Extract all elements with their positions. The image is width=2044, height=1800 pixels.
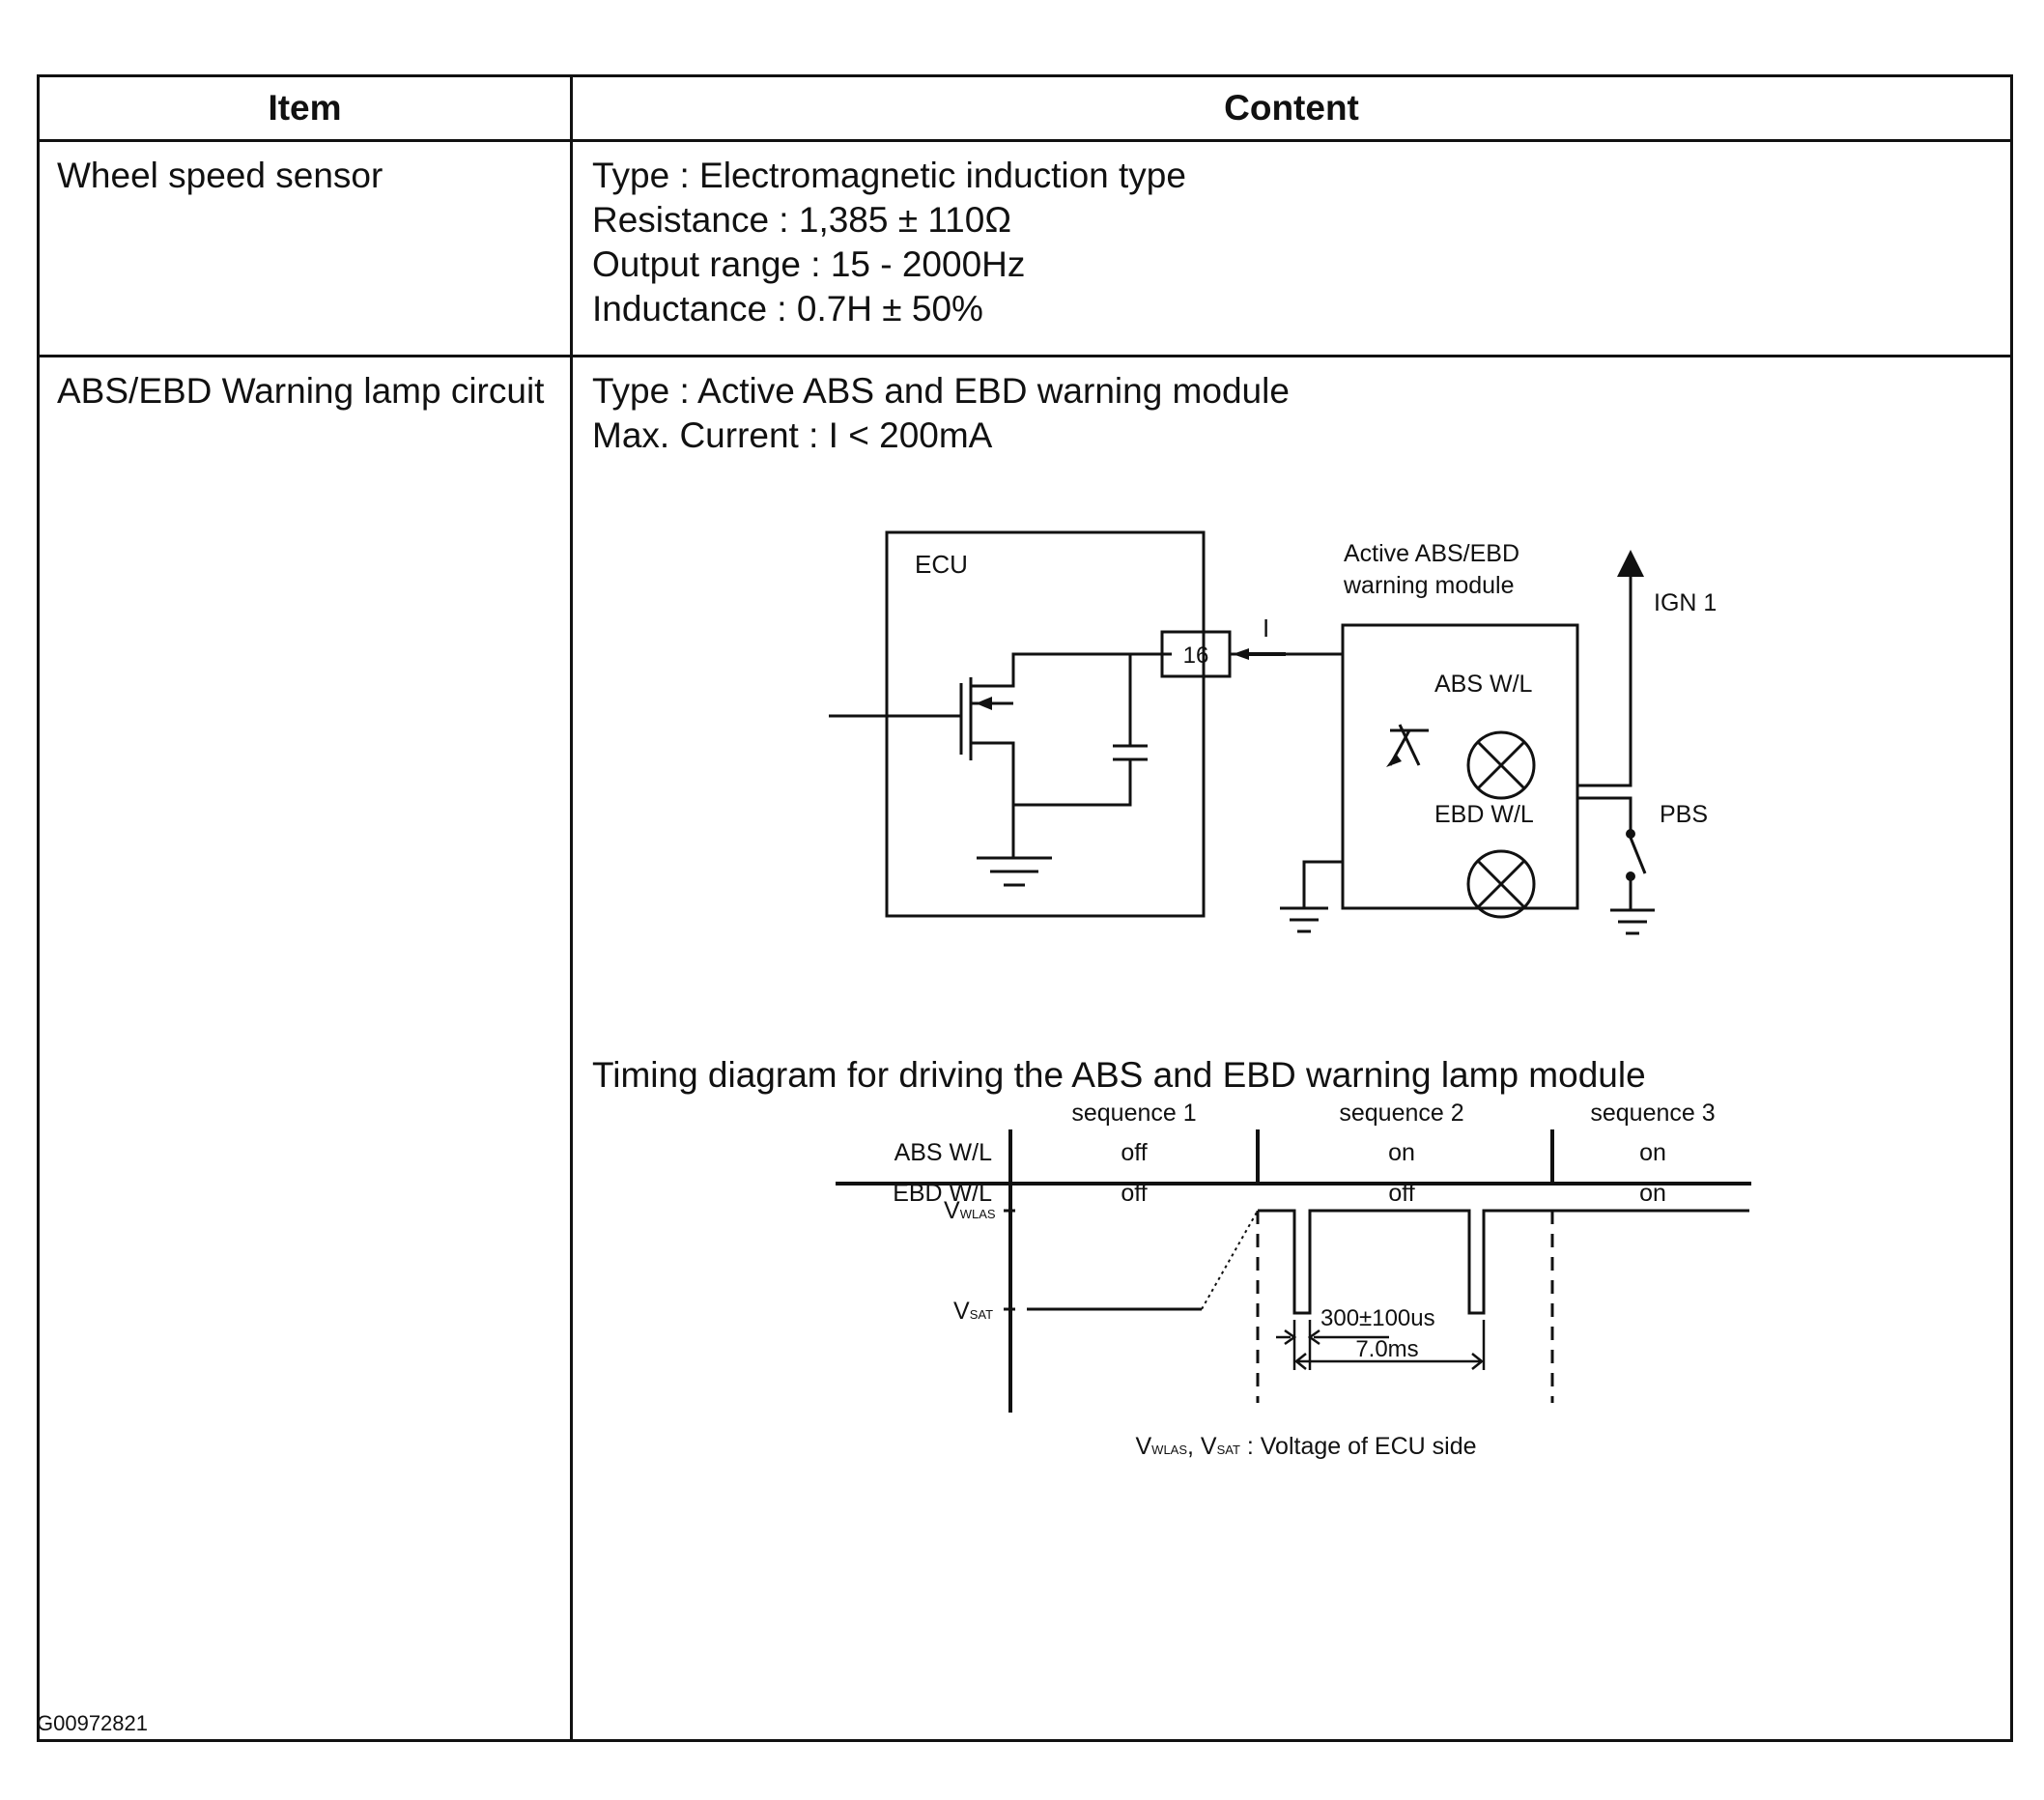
spec-type: Type : Electromagnetic induction type bbox=[592, 156, 1186, 195]
circuit-diagram: ECU 16 I Active ABS/EBD warning module A… bbox=[829, 530, 1717, 935]
seq2-abs: on bbox=[1388, 1139, 1415, 1166]
figure-id: G00972821 bbox=[37, 1711, 148, 1735]
item-warning-lamp-circuit: ABS/EBD Warning lamp circuit bbox=[37, 355, 573, 1742]
timing-diagram: ABS W/L EBD W/L sequence 1 off off seque… bbox=[836, 1100, 1751, 1460]
voltage-note: VWLAS, VSAT : Voltage of ECU side bbox=[1135, 1433, 1476, 1460]
diagram-area: ECU 16 I Active ABS/EBD warning module A… bbox=[592, 458, 2031, 1739]
v-wlas-label: VWLAS bbox=[944, 1197, 996, 1224]
abs-lamp-icon bbox=[1466, 730, 1536, 800]
spec-resistance: Resistance : 1,385 ± 110Ω bbox=[592, 200, 1011, 240]
item-wheel-speed-sensor: Wheel speed sensor bbox=[37, 139, 573, 357]
timing-title: Timing diagram for driving the ABS and E… bbox=[592, 1055, 1646, 1095]
warning-module-box bbox=[1341, 623, 1579, 910]
seq1-name: sequence 1 bbox=[1071, 1100, 1196, 1127]
module-label-2: warning module bbox=[1343, 572, 1515, 599]
table-row: ABS/EBD Warning lamp circuit Type : Acti… bbox=[37, 355, 2013, 1742]
seq3-name: sequence 3 bbox=[1590, 1100, 1715, 1127]
seq2-ebd: off bbox=[1388, 1180, 1414, 1207]
seq3-abs: on bbox=[1639, 1139, 1666, 1166]
abs-wl-label: ABS W/L bbox=[1434, 671, 1533, 698]
pin-label: 16 bbox=[1183, 643, 1209, 669]
header-item: Item bbox=[37, 74, 573, 142]
module-label-1: Active ABS/EBD bbox=[1344, 540, 1519, 567]
spec-max-current: Max. Current : I < 200mA bbox=[592, 415, 993, 455]
timing-row-abs: ABS W/L bbox=[894, 1139, 993, 1166]
ign1-label: IGN 1 bbox=[1654, 589, 1717, 616]
spec-output-range: Output range : 15 - 2000Hz bbox=[592, 244, 1026, 284]
ebd-wl-label: EBD W/L bbox=[1434, 801, 1534, 828]
ecu-box bbox=[885, 530, 1206, 918]
current-label: I bbox=[1263, 614, 1269, 643]
pulse-width-label: 300±100us bbox=[1320, 1305, 1435, 1331]
ebd-lamp-icon bbox=[1466, 849, 1536, 919]
v-sat-label: VSAT bbox=[953, 1298, 993, 1325]
spec-module-type: Type : Active ABS and EBD warning module bbox=[592, 371, 1290, 411]
seq1-abs: off bbox=[1121, 1139, 1147, 1166]
content-warning-lamp-circuit: Type : Active ABS and EBD warning module… bbox=[570, 355, 2013, 1742]
seq3-ebd: on bbox=[1639, 1180, 1666, 1207]
seq2-name: sequence 2 bbox=[1339, 1100, 1463, 1127]
table-row: Wheel speed sensor Type : Electromagneti… bbox=[37, 139, 2013, 357]
timing-row-ebd: EBD W/L bbox=[893, 1180, 992, 1207]
spec-table: Item Content Wheel speed sensor Type : E… bbox=[37, 74, 2013, 1742]
ecu-label: ECU bbox=[915, 550, 968, 579]
pbs-label: PBS bbox=[1660, 801, 1708, 828]
spec-inductance: Inductance : 0.7H ± 50% bbox=[592, 289, 983, 329]
content-wheel-speed-sensor: Type : Electromagnetic induction type Re… bbox=[570, 139, 2013, 357]
seq1-ebd: off bbox=[1121, 1180, 1147, 1207]
period-label: 7.0ms bbox=[1355, 1336, 1418, 1362]
header-content: Content bbox=[570, 74, 2013, 142]
